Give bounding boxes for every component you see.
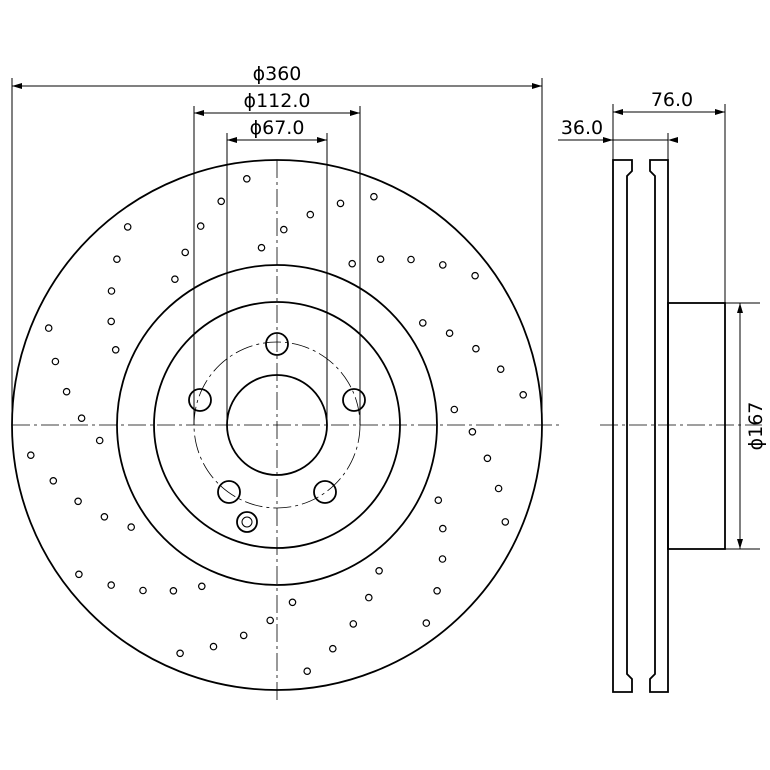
drill-hole (123, 223, 132, 231)
drill-hole (471, 271, 479, 280)
drill-hole (139, 586, 147, 595)
drill-hole (209, 642, 218, 651)
drill-hole (217, 197, 226, 206)
drill-hole (433, 586, 441, 595)
drill-hole (376, 255, 385, 264)
drill-hole (107, 581, 116, 589)
hat-inner-circle (153, 301, 401, 549)
drill-hole (196, 222, 205, 230)
drill-hole (519, 390, 528, 399)
drill-hole (107, 317, 116, 326)
drill-hole (257, 243, 266, 252)
center-bore-label: ϕ67.0 (250, 117, 305, 139)
drill-hole (472, 344, 480, 353)
outer-friction-plate (612, 159, 633, 693)
drill-hole (494, 484, 503, 493)
drill-hole (438, 261, 447, 269)
drill-hole (75, 570, 83, 579)
drill-hole (95, 436, 104, 445)
drill-hole (243, 175, 251, 183)
drill-hole (370, 192, 378, 201)
drill-hole (49, 476, 58, 485)
drill-hole (501, 518, 510, 526)
drill-hole (349, 620, 358, 628)
drill-hole (348, 259, 357, 268)
drill-hole (375, 566, 383, 575)
drill-hole (483, 454, 492, 463)
stud-hole (265, 332, 289, 356)
front-view (11, 159, 560, 700)
drill-hole (127, 523, 136, 531)
drill-hole (364, 593, 373, 602)
drill-hole (468, 427, 477, 436)
drill-hole (336, 199, 345, 208)
drill-hole (62, 387, 71, 396)
drill-hole (328, 644, 337, 653)
drill-hole (279, 225, 288, 234)
drill-holes (26, 175, 528, 676)
drill-hole (407, 255, 415, 264)
drill-hole (176, 649, 184, 658)
pcd-diameter-label: ϕ112.0 (244, 90, 311, 112)
drill-hole (169, 586, 178, 595)
drill-hole (198, 582, 206, 591)
drill-hole (181, 248, 190, 257)
drill-hole (77, 414, 86, 423)
drill-hole (445, 329, 454, 338)
outer-diameter-label: ϕ360 (253, 63, 302, 85)
drill-hole (303, 667, 312, 676)
side-view (600, 159, 762, 693)
drill-hole (171, 275, 179, 284)
overall-height-label: 76.0 (651, 89, 693, 111)
drill-hole (51, 357, 60, 366)
stud-hole (188, 388, 212, 412)
drill-hole (306, 210, 315, 219)
side-dimensions: 76.0 36.0 ϕ167 (558, 89, 767, 550)
drill-hole (74, 497, 82, 506)
drill-hole (438, 555, 447, 563)
drill-hole (239, 631, 248, 640)
drill-hole (434, 496, 443, 505)
hat-section (667, 302, 726, 550)
drill-hole (438, 524, 447, 533)
hat-diameter-label: ϕ167 (745, 402, 767, 451)
drill-hole (107, 287, 116, 295)
drill-hole (100, 512, 109, 521)
drill-hole (496, 365, 505, 374)
drill-hole (266, 616, 275, 625)
locating-screw-hole-outer (236, 511, 258, 533)
hat-outer-circle (116, 264, 438, 586)
drill-hole (111, 345, 120, 354)
drill-hole (26, 451, 35, 460)
drill-hole (113, 255, 121, 264)
drill-hole (44, 324, 53, 332)
drill-hole (288, 598, 297, 607)
locating-screw-hole-inner (241, 516, 253, 528)
front-dimensions: ϕ360 ϕ112.0 ϕ67.0 (11, 63, 543, 425)
stud-hole (342, 388, 366, 412)
drill-hole (450, 405, 459, 414)
inner-friction-plate (649, 159, 669, 693)
drill-hole (422, 619, 431, 627)
drill-hole (418, 319, 427, 327)
thickness-label: 36.0 (561, 117, 603, 139)
stud-hole (217, 480, 241, 504)
stud-hole (313, 480, 337, 504)
